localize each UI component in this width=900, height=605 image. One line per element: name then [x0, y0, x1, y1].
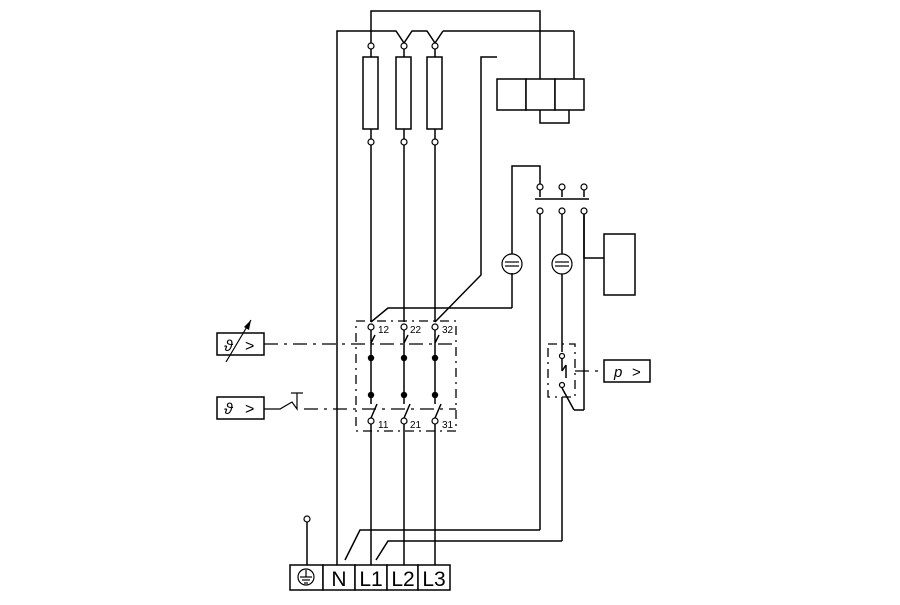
contact-number-11: 11 — [378, 420, 389, 431]
earth-ground-icon — [297, 568, 315, 586]
thermal-cutout: ϑ > — [216, 392, 456, 420]
heating-elements — [362, 42, 443, 146]
terminal-n — [322, 564, 356, 591]
heating-element-3 — [426, 56, 443, 130]
contactor-block — [496, 78, 585, 124]
pressure-sensor — [603, 359, 651, 383]
safety-thermostat-contacts-box — [355, 320, 457, 432]
phase-conductors — [370, 145, 436, 322]
neutral-conductor — [336, 10, 541, 565]
cutout-symbol: ϑ — [224, 401, 234, 418]
contact-set: 12 22 32 11 21 31 — [367, 323, 454, 431]
terminal-label-l2: L2 — [391, 568, 414, 591]
terminal-label-l3: L3 — [422, 568, 445, 591]
terminal-l3 — [417, 564, 451, 591]
adjustable-thermostat: ϑ > — [216, 319, 456, 363]
heating-element-1 — [362, 56, 379, 130]
cutout-comparator: > — [245, 401, 254, 418]
heating-element-2 — [395, 56, 412, 130]
star-bridge — [370, 30, 575, 79]
pilot-lamp-right — [551, 253, 573, 275]
pressure-control-circuit: p > — [370, 165, 651, 541]
contact-number-22: 22 — [410, 325, 422, 336]
terminal-l1 — [354, 564, 388, 591]
feed-wire-32 — [434, 56, 497, 323]
contactor-coil-2 — [525, 78, 556, 111]
terminal-label-l1: L1 — [359, 568, 382, 591]
terminal-block: N L1 L2 L3 — [289, 564, 451, 591]
contact-number-12: 12 — [378, 325, 390, 336]
contactor-coil-1 — [496, 78, 527, 111]
contactor-coil-3 — [554, 78, 585, 111]
thermostat-symbol: ϑ — [224, 338, 234, 355]
terminal-label-n: N — [331, 568, 346, 591]
pilot-lamp-left — [501, 253, 523, 275]
contact-number-21: 21 — [410, 420, 422, 431]
pressure-symbol: p — [613, 364, 622, 381]
pressure-comparator: > — [632, 364, 641, 381]
reset-button-icon — [264, 393, 298, 411]
contact-number-31: 31 — [442, 420, 454, 431]
contact-number-32: 32 — [442, 325, 454, 336]
thermostat-comparator: > — [245, 338, 254, 355]
control-relay — [603, 233, 636, 296]
terminal-feeds — [344, 424, 562, 565]
pressure-switch-box — [547, 343, 576, 398]
